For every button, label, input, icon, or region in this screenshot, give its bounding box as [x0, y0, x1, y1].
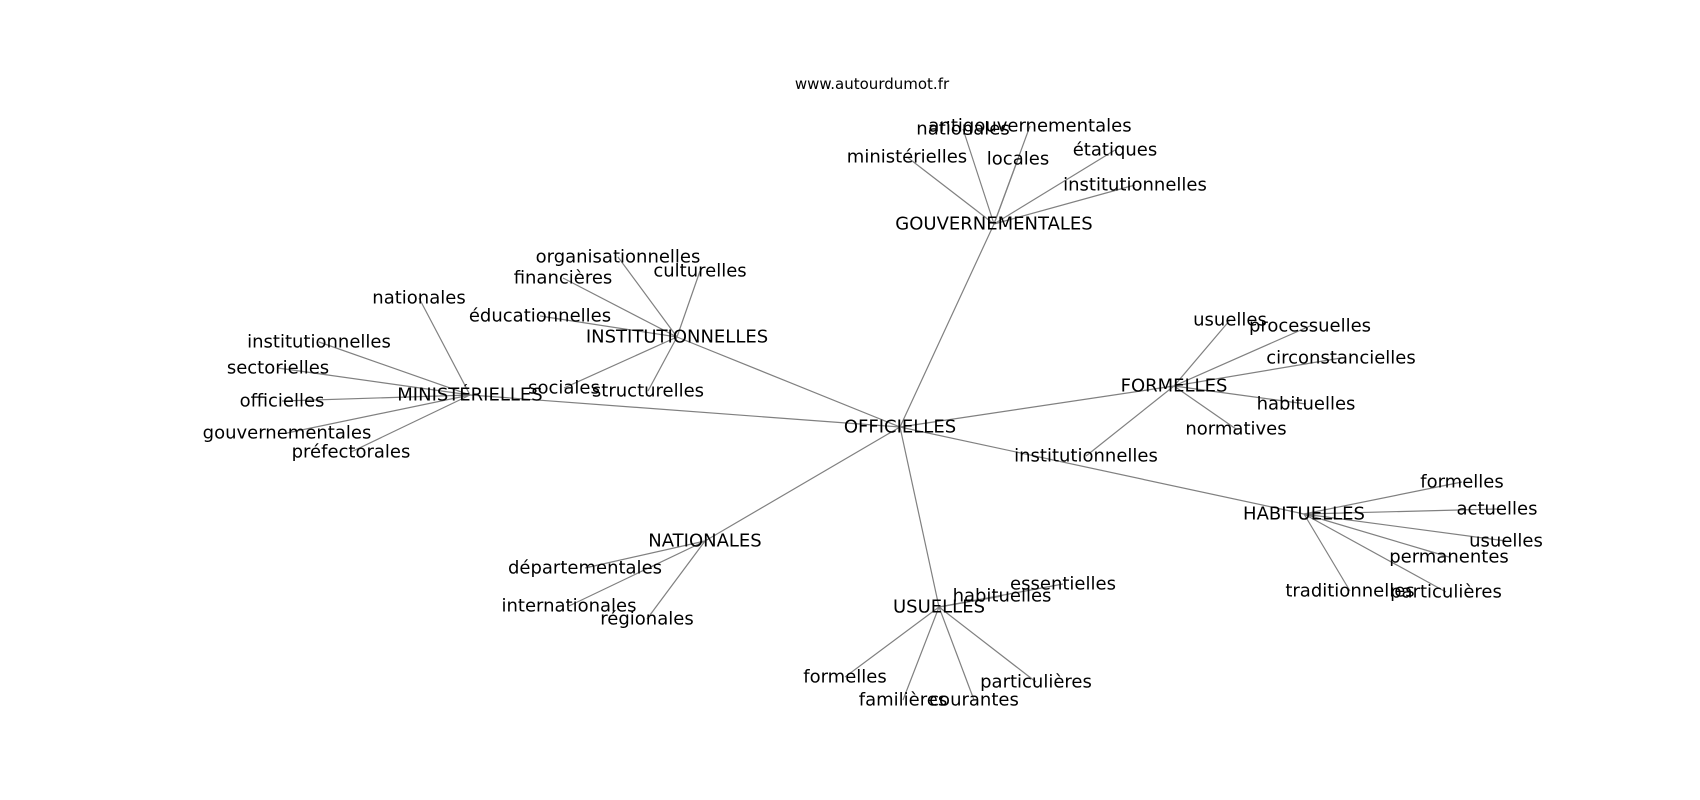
- node-institutionnelles-organisationnelles: organisationnelles: [536, 247, 701, 268]
- edge-usuelles-courantes: [938, 606, 975, 701]
- edge-gouvernementales-institutionnelles: [993, 184, 1136, 225]
- edge-ministerielles-sectorielles: [277, 367, 471, 396]
- node-habituelles-usuelles: usuelles: [1469, 531, 1543, 552]
- node-group-gouvernementales: GOUVERNEMENTALES: [895, 214, 1092, 235]
- node-institutionnelles-financieres: financières: [514, 268, 613, 289]
- edge-institutionnelles-sociales: [563, 336, 678, 389]
- edge-nationales-regionales: [646, 540, 706, 620]
- node-formelles-usuelles: usuelles: [1193, 310, 1267, 331]
- edge-ministerielles-prefectorales: [350, 394, 471, 453]
- node-ministerielles-sectorielles: sectorielles: [227, 358, 329, 379]
- edge-habituelles-particulieres: [1303, 513, 1447, 593]
- edge-ministerielles-officielles: [281, 394, 471, 402]
- node-usuelles-courantes: courantes: [929, 690, 1019, 711]
- edge-usuelles-formelles: [844, 606, 940, 678]
- edge-root-usuelles: [899, 426, 940, 608]
- edge-layer: [277, 125, 1507, 701]
- node-group-habituelles: HABITUELLES: [1243, 504, 1365, 525]
- node-gouvernementales-locales: locales: [987, 149, 1049, 170]
- node-gouvernementales-etatiques: étatiques: [1073, 140, 1158, 161]
- edge-root-ministerielles: [469, 394, 901, 428]
- edge-ministerielles-institutionnelles: [318, 341, 471, 396]
- node-ministerielles-gouvernementales: gouvernementales: [203, 423, 372, 444]
- edge-usuelles-particulieres: [938, 606, 1037, 683]
- edge-ministerielles-nationales: [418, 297, 471, 396]
- node-formelles-processuelles: processuelles: [1249, 316, 1371, 337]
- node-institutionnelles-culturelles: culturelles: [653, 261, 746, 282]
- edge-habituelles-usuelles: [1303, 513, 1507, 542]
- label-layer: OFFICIELLESGOUVERNEMENTALESnationalesant…: [203, 116, 1543, 711]
- edge-habituelles-traditionnelles: [1303, 513, 1351, 592]
- edge-root-nationales: [704, 426, 901, 542]
- node-formelles-circonstancielles: circonstancielles: [1266, 348, 1416, 369]
- node-usuelles-formelles: formelles: [803, 667, 887, 688]
- edge-gouvernementales-etatiques: [993, 149, 1116, 225]
- node-habituelles-permanentes: permanentes: [1389, 547, 1509, 568]
- node-habituelles-actuelles: actuelles: [1457, 499, 1538, 520]
- edge-formelles-normatives: [1173, 385, 1237, 430]
- edge-institutionnelles-culturelles: [676, 270, 701, 338]
- edge-gouvernementales-locales: [993, 158, 1019, 225]
- node-institutionnelles-educationnelles: éducationnelles: [469, 306, 611, 327]
- node-gouvernementales-antigouvernementales: antigouvernementales: [928, 116, 1131, 137]
- node-ministerielles-nationales: nationales: [372, 288, 465, 309]
- edge-ministerielles-gouvernementales: [286, 394, 471, 434]
- node-institutionnelles-sociales: sociales: [528, 378, 600, 399]
- node-gouvernementales-nationales: nationales: [916, 119, 1009, 140]
- node-formelles-habituelles: habituelles: [1257, 394, 1356, 415]
- edge-nationales-internationales: [568, 540, 706, 607]
- node-group-nationales: NATIONALES: [648, 531, 761, 552]
- node-institutionnelles-structurelles: structurelles: [592, 381, 704, 402]
- edge-habituelles-actuelles: [1303, 508, 1498, 515]
- node-nationales-regionales: régionales: [600, 609, 693, 630]
- node-nationales-departementales: départementales: [508, 558, 662, 579]
- edge-nationales-departementales: [584, 540, 706, 569]
- edge-root-habituelles: [899, 426, 1305, 515]
- edge-institutionnelles-educationnelles: [539, 315, 678, 338]
- node-ministerielles-officielles: officielles: [240, 391, 325, 412]
- edge-formelles-processuelles: [1173, 325, 1311, 387]
- node-formelles-normatives: normatives: [1185, 419, 1286, 440]
- node-usuelles-essentielles: essentielles: [1010, 574, 1116, 595]
- edge-root-formelles: [899, 385, 1175, 428]
- node-group-institutionnelles: INSTITUTIONNELLES: [586, 327, 768, 348]
- node-ministerielles-prefectorales: préfectorales: [292, 442, 411, 463]
- edge-gouvernementales-ministerielles: [906, 156, 995, 225]
- edge-gouvernementales-nationales: [962, 128, 995, 225]
- edge-root-gouvernementales: [899, 223, 995, 428]
- edge-institutionnelles-structurelles: [647, 336, 678, 392]
- node-group-formelles: FORMELLES: [1121, 376, 1228, 397]
- node-group-ministerielles: MINISTÉRIELLES: [397, 384, 542, 406]
- node-formelles-institutionnelles: institutionnelles: [1014, 446, 1158, 467]
- node-usuelles-habituelles: habituelles: [953, 586, 1052, 607]
- node-usuelles-familieres: familières: [859, 690, 947, 711]
- node-ministerielles-institutionnelles: institutionnelles: [247, 332, 391, 353]
- edge-formelles-usuelles: [1173, 319, 1231, 387]
- edge-formelles-institutionnelles: [1085, 385, 1175, 457]
- edge-institutionnelles-organisationnelles: [617, 256, 678, 338]
- edge-formelles-habituelles: [1173, 385, 1307, 405]
- node-gouvernementales-ministerielles: ministérielles: [847, 147, 967, 168]
- watermark-text: www.autourdumot.fr: [795, 75, 950, 93]
- edge-institutionnelles-financieres: [562, 277, 678, 338]
- edge-habituelles-permanentes: [1303, 513, 1450, 558]
- node-root: OFFICIELLES: [844, 417, 956, 438]
- edge-root-institutionnelles: [676, 336, 901, 428]
- node-gouvernementales-institutionnelles: institutionnelles: [1063, 175, 1207, 196]
- edge-formelles-circonstancielles: [1173, 357, 1342, 387]
- node-habituelles-formelles: formelles: [1420, 472, 1504, 493]
- node-group-usuelles: USUELLES: [893, 597, 985, 618]
- node-habituelles-particulieres: particulières: [1390, 582, 1502, 603]
- edge-usuelles-familieres: [902, 606, 940, 701]
- edge-habituelles-formelles: [1303, 481, 1463, 515]
- node-usuelles-particulieres: particulières: [980, 672, 1092, 693]
- edge-usuelles-habituelles: [938, 595, 1003, 608]
- node-habituelles-traditionnelles: traditionnelles: [1285, 581, 1414, 602]
- node-nationales-internationales: internationales: [501, 596, 636, 617]
